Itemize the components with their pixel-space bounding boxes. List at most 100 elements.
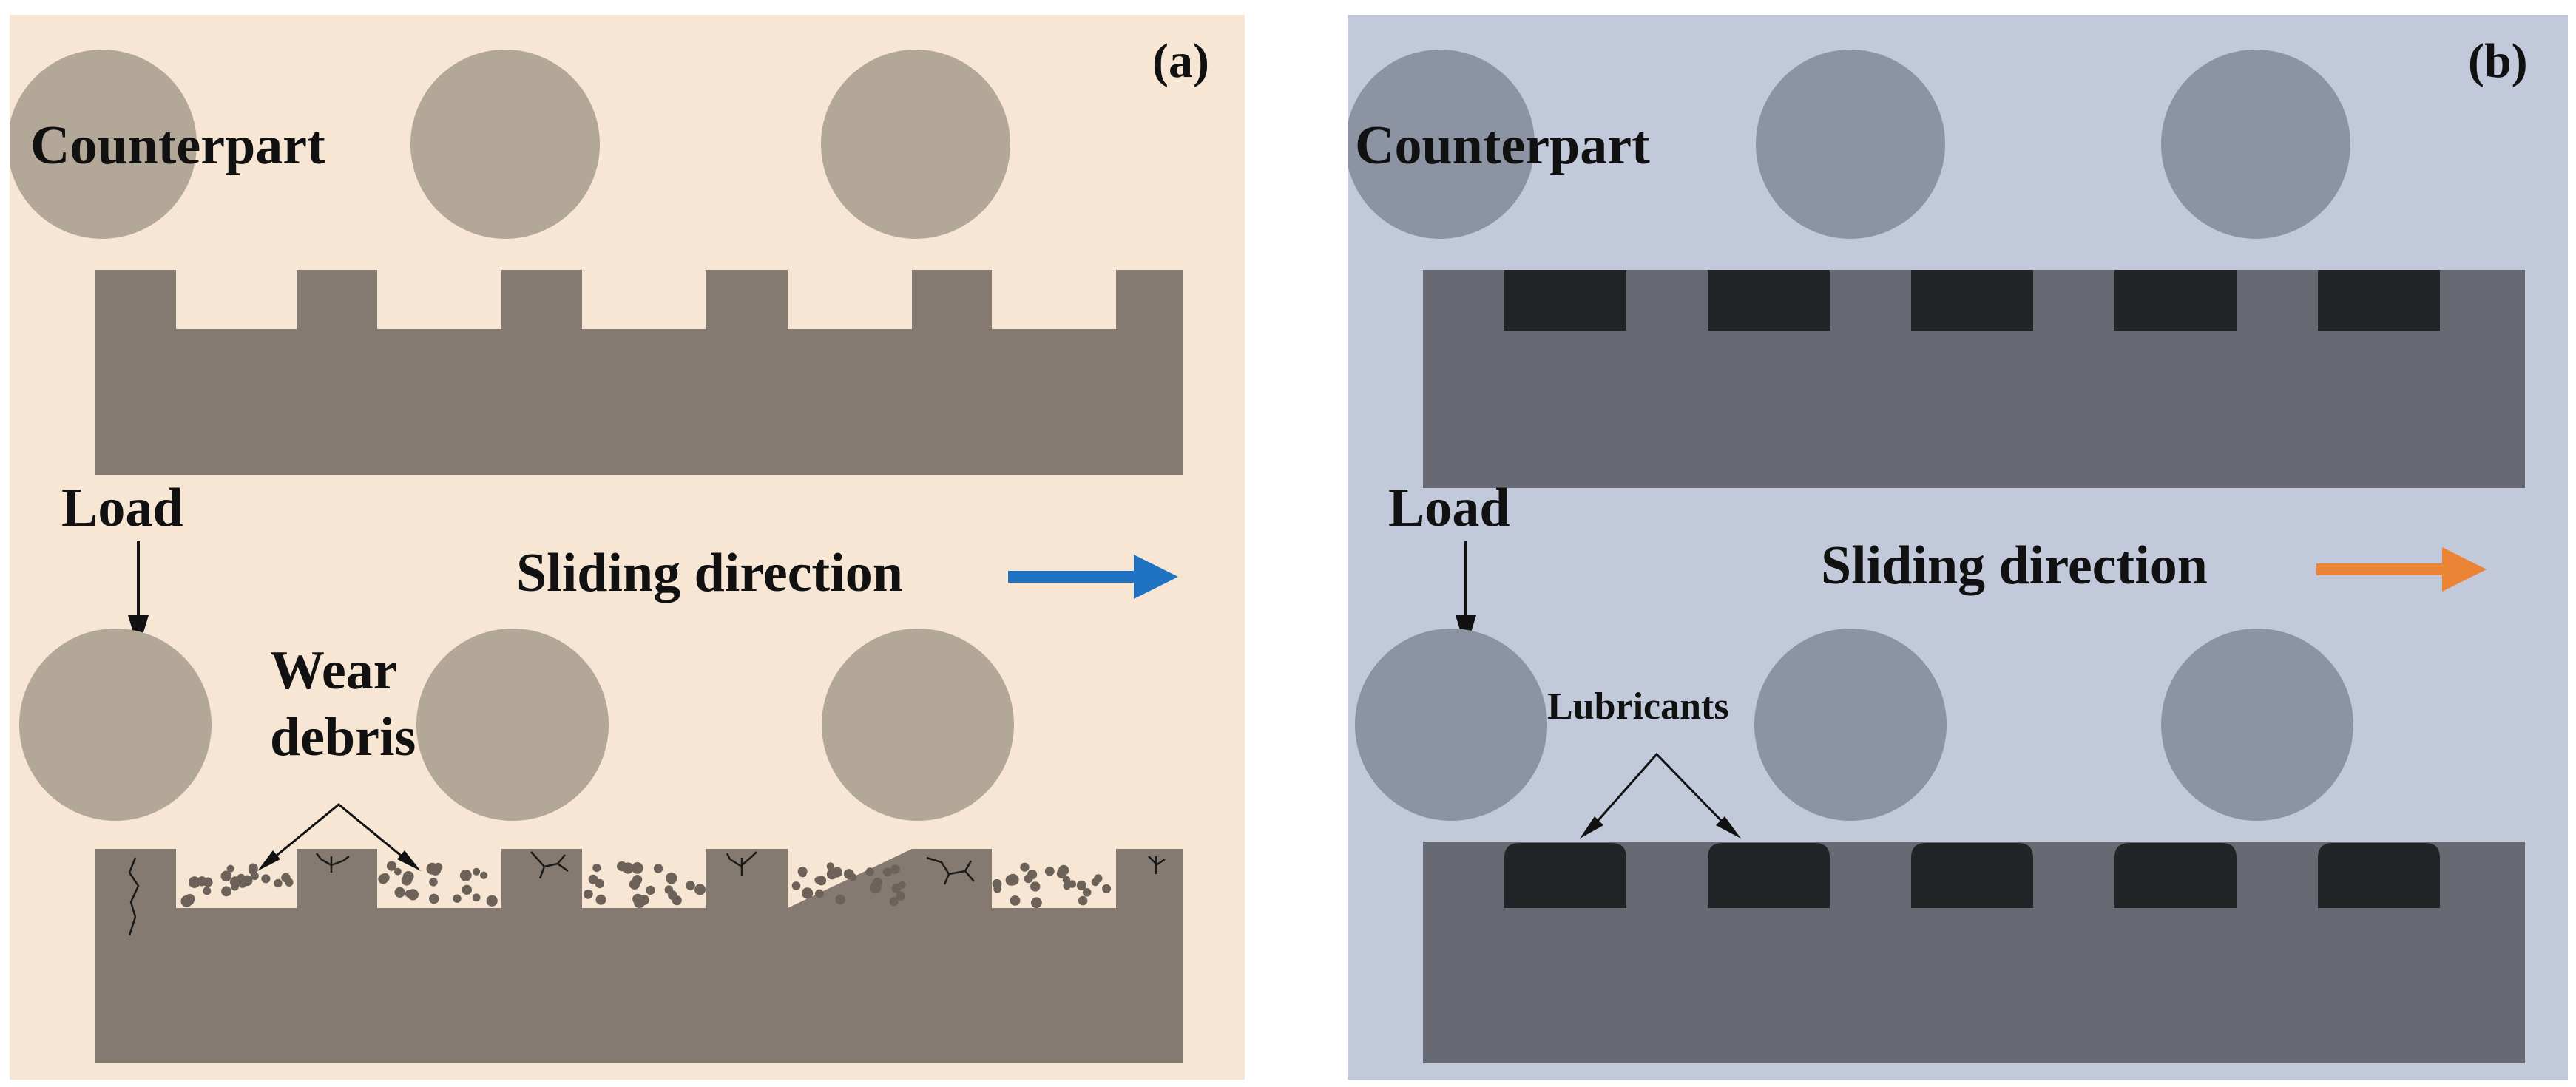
debris-particle (798, 869, 807, 878)
counterpart-ball (821, 50, 1010, 239)
counterpart-label: Counterpart (1355, 115, 1650, 176)
debris-particle (186, 896, 195, 905)
debris-particle (668, 890, 678, 901)
counterpart-ball (416, 629, 609, 821)
debris-particle (1078, 895, 1088, 906)
debris-particle (248, 866, 257, 875)
debris-particle (815, 889, 824, 898)
debris-particle (617, 861, 627, 872)
lubricant-pad (2318, 843, 2440, 908)
lubricant-pocket (1708, 270, 1830, 331)
debris-particle (229, 876, 241, 888)
debris-particle (261, 874, 271, 884)
sliding-arrow-head (2442, 547, 2487, 592)
wear-debris-pointer (264, 803, 413, 867)
debris-particle (486, 895, 498, 907)
debris-particle (1056, 868, 1067, 878)
debris-particle (1007, 873, 1019, 886)
lubricants-pointer (1586, 752, 1734, 833)
lubricant-pad (2114, 843, 2237, 908)
debris-particle (281, 873, 291, 883)
debris-particle (197, 876, 207, 887)
debris-particle (1068, 880, 1077, 888)
counterpart-ball (1756, 50, 1945, 239)
debris-particle (814, 876, 822, 884)
debris-particle (1102, 884, 1112, 893)
debris-particle (666, 872, 677, 884)
debris-particle (595, 894, 606, 905)
debris-particle (407, 889, 419, 901)
debris-particle (826, 862, 835, 870)
load-label: Load (1388, 478, 1510, 538)
debris-particle (274, 878, 283, 888)
sliding-arrow-head (1134, 555, 1178, 599)
debris-particle (241, 875, 253, 887)
grooved-substrate-top (95, 270, 1183, 475)
grooved-substrate-bottom (95, 849, 1183, 1063)
debris-particle (891, 884, 902, 893)
debris-particle (473, 867, 481, 876)
lubricant-pad (1708, 843, 1830, 908)
debris-particle (459, 870, 472, 881)
debris-particle (791, 881, 801, 890)
debris-particle (843, 869, 854, 879)
lubricant-pocket (1504, 270, 1626, 331)
debris-particle (480, 871, 488, 879)
debris-particle (386, 861, 397, 871)
debris-particle (653, 864, 663, 873)
lubricant-pad (1504, 843, 1626, 908)
lubricant-pocket (2114, 270, 2237, 331)
debris-particle (203, 887, 212, 895)
debris-particle (835, 894, 845, 905)
counterpart-ball (410, 50, 600, 239)
debris-particle (220, 870, 232, 882)
debris-particle (1094, 874, 1103, 883)
debris-particle (583, 889, 593, 899)
debris-particle (632, 893, 643, 905)
sliding-direction-label: Sliding direction (516, 543, 903, 603)
debris-particle (882, 867, 892, 877)
debris-particle (393, 867, 402, 876)
debris-particle (472, 893, 481, 902)
lubricant-pocket (2318, 270, 2440, 331)
debris-particle (1020, 862, 1030, 872)
debris-particle (378, 873, 388, 884)
debris-particle (629, 878, 640, 890)
counterpart-ball (1754, 629, 1947, 821)
debris-particle (993, 884, 1001, 893)
load-label: Load (61, 478, 183, 538)
lubricants-label: Lubricants (1547, 685, 1729, 728)
lubricants-pointer-head (1716, 816, 1741, 839)
debris-particle (889, 897, 899, 907)
counterpart-ball (822, 629, 1014, 821)
panel-b-drawing (1348, 50, 2525, 1063)
counterpart-ball (10, 50, 197, 239)
panel-tag: (b) (2468, 34, 2528, 88)
wear-debris-pointer-head (257, 850, 280, 871)
debris-particle (592, 864, 601, 873)
counterpart-ball (2161, 50, 2350, 239)
debris-particle (1044, 866, 1055, 876)
panel-b-lubricants: (b) Counterpart Load Sliding direction L… (1348, 15, 2568, 1080)
debris-particle (1027, 870, 1038, 880)
panel-a-wear-debris: (a) Counterpart Load Sliding direction W… (10, 15, 1245, 1080)
counterpart-ball (1348, 50, 1535, 239)
panel-a-drawing (10, 50, 1183, 1063)
counterpart-ball (19, 629, 212, 821)
debris-particle (646, 885, 655, 895)
debris-particle (1030, 881, 1041, 892)
debris-particle (802, 887, 814, 899)
debris-particle (588, 874, 598, 884)
wear-debris-label-line2: debris (270, 707, 416, 768)
debris-particle (429, 893, 439, 904)
panel-tag: (a) (1152, 34, 1209, 88)
debris-particle (1062, 876, 1071, 884)
sliding-direction-label: Sliding direction (1821, 535, 2208, 596)
debris-particle (453, 894, 462, 903)
debris-particle (226, 864, 234, 873)
wear-debris-label-line1: Wear (270, 640, 398, 701)
debris-particle (394, 887, 405, 898)
wear-debris-pointer-head (397, 850, 421, 871)
lubricant-pocket (1911, 270, 2033, 331)
debris-particle (462, 884, 472, 895)
